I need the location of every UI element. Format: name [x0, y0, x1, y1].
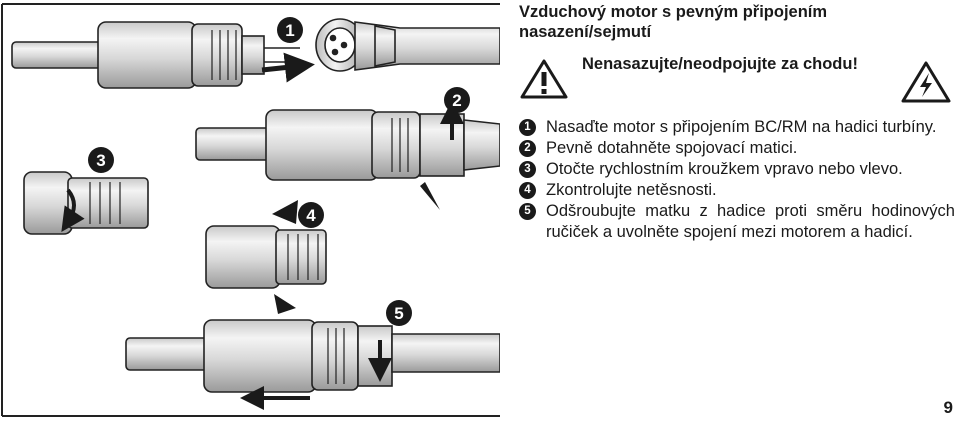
motor-bottom	[125, 319, 500, 393]
step-number: 2	[519, 140, 536, 157]
figure-label-4: 4	[306, 206, 316, 225]
step-text: Otočte rychlostním kroužkem vpravo nebo …	[546, 160, 903, 178]
section-heading: Vzduchový motor s pevným připojením nasa…	[519, 3, 828, 41]
motor-second	[195, 109, 500, 181]
step-text: Odšroubujte matku z hadice proti směru h…	[546, 202, 955, 241]
step-number: 5	[519, 203, 536, 220]
motor-fourth	[205, 225, 327, 289]
figure-frame	[1, 3, 500, 417]
instruction-steps: 1 Nasaďte motor s připojením BC/RM na ha…	[519, 117, 955, 243]
warning-text: Nenasazujte/neodpojujte za chodu!	[582, 55, 858, 73]
step-item-1: 1 Nasaďte motor s připojením BC/RM na ha…	[519, 117, 955, 138]
step-text: Zkontrolujte netěsnosti.	[546, 181, 717, 199]
figure-label-3: 3	[96, 151, 105, 170]
step-number: 4	[519, 182, 536, 199]
step-number: 1	[519, 119, 536, 136]
figure-label-2: 2	[452, 91, 461, 110]
step-item-4: 4 Zkontrolujte netěsnosti.	[519, 180, 955, 201]
step-item-3: 3 Otočte rychlostním kroužkem vpravo neb…	[519, 159, 955, 180]
step-markers: 1 2 3 4 5	[88, 17, 470, 326]
assembly-illustration: 1 2 3 4 5	[1, 3, 500, 417]
high-voltage-icon	[901, 61, 951, 103]
page-number: 9	[943, 398, 953, 417]
step-number: 3	[519, 161, 536, 178]
figure-label-5: 5	[394, 304, 403, 323]
step-text: Pevně dotahněte spojovací matici.	[546, 139, 798, 157]
pointer-triangle	[420, 182, 440, 210]
insert-arrow	[261, 52, 315, 83]
step-text: Nasaďte motor s připojením BC/RM na hadi…	[546, 118, 937, 136]
step-item-5: 5 Odšroubujte matku z hadice proti směru…	[519, 201, 955, 243]
step-item-2: 2 Pevně dotahněte spojovací matici.	[519, 138, 955, 159]
figure-label-1: 1	[285, 21, 294, 40]
motor-third	[23, 171, 149, 235]
motor-top	[11, 18, 500, 89]
warning-triangle-icon	[520, 59, 568, 99]
